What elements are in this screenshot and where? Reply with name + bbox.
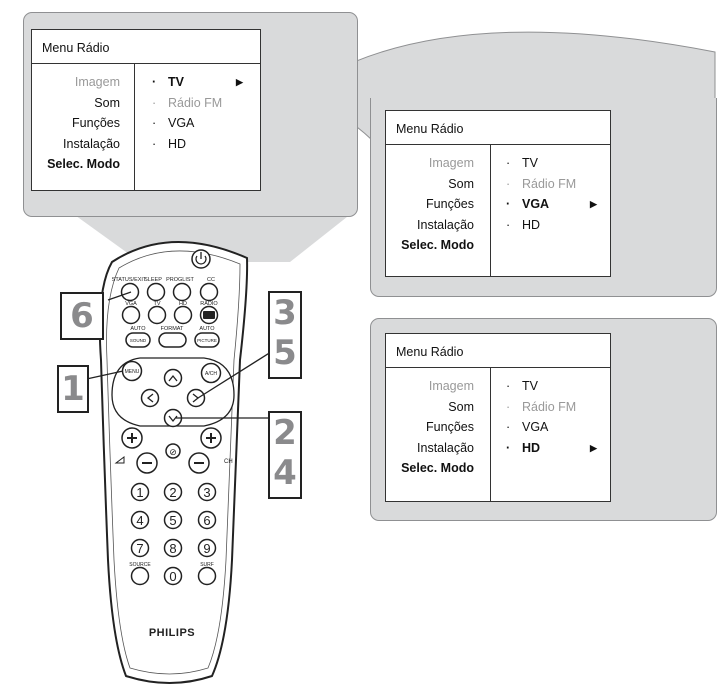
option-tv[interactable]: ·TV [506,379,538,393]
menu-item-selec-modo[interactable]: Selec. Modo [401,461,474,475]
menu-divider [134,64,135,190]
power-icon [195,255,207,265]
selected-arrow-icon: ▶ [590,199,597,209]
menu-item-imagem[interactable]: Imagem [74,75,120,89]
radio-menu-vga: Menu Rádio Imagem Som Funções Instalação… [385,110,611,277]
option-vga[interactable]: ·VGA [152,116,195,130]
menu-title: Menu Rádio [32,30,260,64]
option-radio-fm[interactable]: ·Rádio FM [506,176,577,191]
menu-item-som[interactable]: Som [448,176,474,191]
menu-item-instalacao[interactable]: Instalação [63,136,120,151]
option-radio-fm[interactable]: ·Rádio FM [506,399,577,414]
option-hd[interactable]: ·HD [506,217,541,232]
menu-item-imagem[interactable]: Imagem [428,379,474,393]
menu-left-column: Imagem Som Funções Instalação Selec. Mod… [386,376,474,479]
selected-arrow-icon: ▶ [236,77,243,87]
menu-item-selec-modo[interactable]: Selec. Modo [47,157,120,171]
option-vga[interactable]: ·VGA▶ [506,194,606,215]
option-vga[interactable]: ·VGA [506,420,549,434]
menu-item-som[interactable]: Som [448,399,474,414]
option-radio-fm[interactable]: ·Rádio FM [152,95,223,110]
menu-title: Menu Rádio [386,334,610,368]
menu-divider [490,368,491,501]
step-box-2-4: 2 4 [268,411,302,499]
option-tv[interactable]: ·TV▶ [152,72,252,93]
menu-item-instalacao[interactable]: Instalação [417,440,474,455]
menu-item-funcoes[interactable]: Funções [426,420,474,434]
menu-right-column: ·TV ·Rádio FM ·VGA▶ ·HD [506,153,606,235]
step-box-6: 6 [60,292,104,340]
menu-item-funcoes[interactable]: Funções [72,116,120,130]
option-hd[interactable]: ·HD▶ [506,438,606,459]
power-button[interactable] [191,249,211,269]
step-box-3-5: 3 5 [268,291,302,379]
step-box-1: 1 [57,365,89,413]
radio-menu-hd: Menu Rádio Imagem Som Funções Instalação… [385,333,611,502]
menu-item-funcoes[interactable]: Funções [426,197,474,211]
radio-menu-tv: Menu Rádio Imagem Som Funções Instalação… [31,29,261,191]
menu-item-som[interactable]: Som [94,95,120,110]
menu-left-column: Imagem Som Funções Instalação Selec. Mod… [386,153,474,256]
remote-projection-cone [72,213,352,262]
menu-right-column: ·TV ·Rádio FM ·VGA ·HD▶ [506,376,606,458]
menu-divider [490,145,491,276]
menu-left-column: Imagem Som Funções Instalação Selec. Mod… [32,72,120,175]
menu-right-column: ·TV▶ ·Rádio FM ·VGA ·HD [152,72,252,154]
option-tv[interactable]: ·TV [506,156,538,170]
selected-arrow-icon: ▶ [590,442,597,453]
menu-item-instalacao[interactable]: Instalação [417,217,474,232]
menu-item-selec-modo[interactable]: Selec. Modo [401,238,474,252]
option-hd[interactable]: ·HD [152,136,187,151]
menu-title: Menu Rádio [386,111,610,145]
menu-item-imagem[interactable]: Imagem [428,156,474,170]
